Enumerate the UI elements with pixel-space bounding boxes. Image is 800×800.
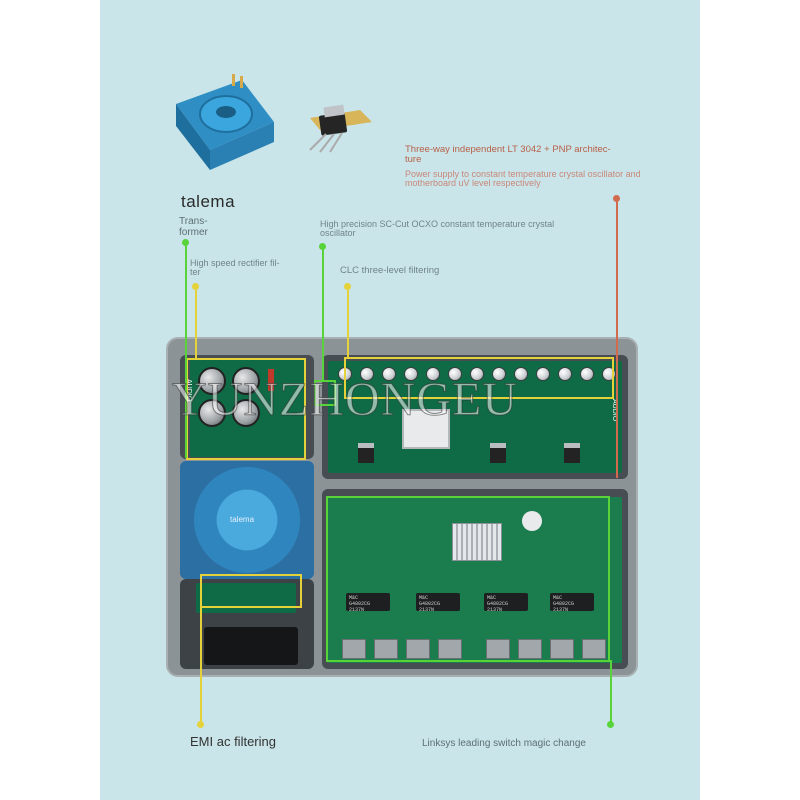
- transformer-label-line-1: Trans-: [179, 216, 208, 227]
- chip-brand: M&C: [349, 595, 359, 601]
- ethernet-port: [486, 639, 510, 659]
- crystal: [522, 511, 542, 531]
- ethernet-port: [374, 639, 398, 659]
- heatsink: [452, 523, 502, 561]
- ocxo-label-line-1: High precision SC-Cut OCXO constant temp…: [320, 219, 555, 229]
- rectifier-highlight: [186, 358, 306, 460]
- ac-inlet: [204, 627, 298, 665]
- magnetics-chip: M&C G4802CG 2137N: [484, 593, 528, 613]
- transformer-label: Trans- former: [179, 216, 208, 238]
- chip-brand: M&C: [553, 595, 563, 601]
- transformer-callout-dot: [182, 239, 189, 246]
- capacitor: [470, 367, 484, 381]
- magnetics-chip: M&C G4802CG 2137N: [550, 593, 594, 613]
- chip-code: 2137N: [553, 607, 569, 613]
- lt3042-title-line-1: Three-way independent LT 3042 + PNP arch…: [405, 144, 611, 155]
- voltage-regulator: [490, 443, 506, 463]
- capacitor: [492, 367, 506, 381]
- ocxo-callout-dot: [319, 243, 326, 250]
- chip-part: G4802CG: [349, 601, 371, 607]
- ocxo-module: [402, 409, 450, 449]
- capacitor: [232, 367, 260, 395]
- magnetics-chip: M&C G4802CG 2137N: [346, 593, 390, 613]
- chip-part: G4802CG: [487, 601, 509, 607]
- capacitor: [536, 367, 550, 381]
- rectifier-label-line-1: High speed rectifier fil-: [190, 258, 280, 268]
- lt3042-title-line-2: ture: [405, 153, 422, 165]
- clc-highlight: [344, 357, 614, 399]
- lt3042-title: Three-way independent LT 3042 + PNP arch…: [405, 145, 611, 165]
- capacitor: [198, 367, 226, 395]
- emi-board: [196, 583, 296, 613]
- clc-callout-dot: [344, 283, 351, 290]
- transformer-body: [194, 467, 300, 573]
- rectifier-callout-line: [195, 286, 197, 360]
- capacitor: [232, 399, 260, 427]
- chip-code: 2137N: [349, 607, 365, 613]
- ocxo-highlight: [314, 380, 336, 406]
- capacitor: [382, 367, 396, 381]
- switch-callout-line: [610, 660, 612, 724]
- product-panel: talema Trans- former High speed rectifie…: [100, 0, 700, 800]
- chip-code: 2137N: [419, 607, 435, 613]
- capacitor: [448, 367, 462, 381]
- ocxo-callout-line: [322, 246, 324, 380]
- capacitor: [404, 367, 418, 381]
- to220-regulator-icon: [309, 104, 372, 153]
- ethernet-port: [406, 639, 430, 659]
- voltage-regulator: [564, 443, 580, 463]
- ocxo-label-line-2: oscillator: [320, 228, 356, 239]
- rectifier-label-line-2: ter: [190, 267, 201, 278]
- capacitor: [514, 367, 528, 381]
- ocxo-label: High precision SC-Cut OCXO constant temp…: [320, 219, 555, 239]
- capacitor: [426, 367, 440, 381]
- fuse: [268, 369, 274, 391]
- lt3042-callout-line: [616, 198, 618, 478]
- linksys-label: Linksys leading switch magic change: [422, 738, 586, 749]
- switch-highlight: [326, 496, 610, 662]
- ethernet-port: [438, 639, 462, 659]
- ethernet-port: [518, 639, 542, 659]
- ethernet-port: [550, 639, 574, 659]
- voltage-regulator: [358, 443, 374, 463]
- chip-part: G4802CG: [553, 601, 575, 607]
- clc-label: CLC three-level filtering: [340, 265, 440, 276]
- capacitor: [198, 399, 226, 427]
- magnetics-chip: M&C G4802CG 2137N: [416, 593, 460, 613]
- emi-callout-line: [200, 606, 202, 724]
- lt3042-desc-line-2: motherboard uV level respectively: [405, 178, 541, 189]
- transformer-text: talema: [230, 515, 255, 524]
- chip-part: G4802CG: [419, 601, 441, 607]
- lt3042-desc-line-1: Power supply to constant temperature cry…: [405, 169, 641, 179]
- chip-brand: M&C: [487, 595, 497, 601]
- chip-brand: M&C: [419, 595, 429, 601]
- watermark: YUNZHONGEU: [172, 373, 518, 427]
- transformer-callout-line: [185, 242, 187, 458]
- toroidal-transformer-icon: [176, 74, 274, 170]
- clc-callout-line: [347, 286, 349, 358]
- capacitor: [558, 367, 572, 381]
- side-label-left: AUDIO: [185, 379, 192, 402]
- device-chassis: AUDIO talema AUDIO: [166, 337, 638, 677]
- chip-code: 2137N: [487, 607, 503, 613]
- lt3042-callout-dot: [613, 195, 620, 202]
- capacitor: [580, 367, 594, 381]
- rectifier-callout-dot: [192, 283, 199, 290]
- emi-callout-dot: [197, 721, 204, 728]
- brand-label: talema: [181, 192, 236, 211]
- lt3042-desc: Power supply to constant temperature cry…: [405, 169, 641, 189]
- transformer-label-line-2: former: [179, 226, 208, 238]
- ethernet-port: [342, 639, 366, 659]
- rectifier-label: High speed rectifier fil- ter: [190, 258, 280, 278]
- capacitor: [360, 367, 374, 381]
- emi-highlight: [200, 574, 302, 608]
- switch-callout-dot: [607, 721, 614, 728]
- ethernet-port: [582, 639, 606, 659]
- side-label-right: AUDIO: [611, 399, 618, 422]
- emi-label: EMI ac filtering: [190, 734, 276, 749]
